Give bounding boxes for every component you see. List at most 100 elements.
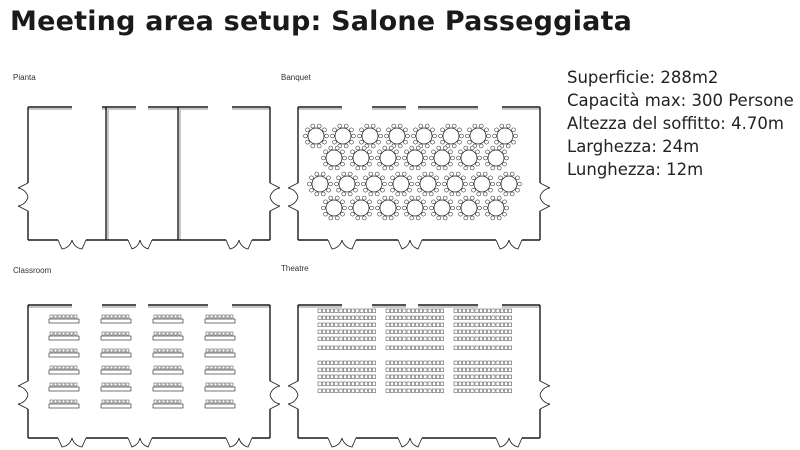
chair bbox=[221, 399, 226, 404]
table-top bbox=[352, 199, 370, 217]
chair bbox=[105, 331, 110, 336]
chair bbox=[463, 181, 468, 187]
door-bottom bbox=[341, 437, 357, 448]
chair bbox=[457, 139, 462, 145]
chair bbox=[388, 145, 394, 151]
chair bbox=[376, 127, 381, 133]
seat bbox=[483, 360, 487, 365]
table-top bbox=[307, 127, 325, 145]
seat bbox=[487, 336, 492, 341]
door-bottom bbox=[409, 239, 423, 250]
seat bbox=[453, 315, 458, 320]
chair bbox=[428, 191, 434, 197]
chair bbox=[353, 187, 358, 193]
plan-label-pianta: Pianta bbox=[13, 73, 36, 82]
chair bbox=[205, 382, 210, 387]
seat bbox=[436, 336, 440, 341]
seat bbox=[398, 345, 403, 350]
chair bbox=[374, 171, 380, 177]
chair bbox=[463, 195, 469, 201]
chair bbox=[73, 399, 78, 404]
chair bbox=[496, 181, 501, 187]
chair bbox=[229, 348, 234, 353]
chair bbox=[469, 195, 475, 201]
chair bbox=[121, 399, 126, 404]
seat bbox=[355, 322, 360, 327]
seat bbox=[398, 336, 403, 341]
chair bbox=[320, 191, 326, 197]
chair bbox=[165, 348, 170, 353]
chair bbox=[343, 123, 349, 129]
chair bbox=[229, 382, 234, 387]
seat bbox=[410, 388, 415, 393]
chair bbox=[380, 187, 385, 193]
chair bbox=[490, 165, 496, 171]
chair bbox=[397, 123, 403, 129]
table-top bbox=[406, 199, 424, 217]
chair bbox=[161, 365, 166, 370]
chair bbox=[502, 211, 507, 217]
seat bbox=[398, 322, 403, 327]
seat bbox=[347, 360, 351, 365]
door-bottom bbox=[225, 239, 240, 250]
seat bbox=[347, 336, 351, 341]
chair bbox=[368, 171, 374, 177]
floor-plan-classroom bbox=[17, 304, 281, 448]
seat bbox=[334, 308, 339, 313]
seat bbox=[342, 322, 347, 327]
round-table bbox=[348, 195, 374, 221]
round-table bbox=[384, 123, 410, 149]
chair bbox=[504, 205, 509, 211]
chair bbox=[421, 199, 426, 205]
seat bbox=[487, 345, 492, 350]
chair bbox=[472, 123, 478, 129]
seat bbox=[402, 322, 407, 327]
chair bbox=[125, 331, 130, 336]
chair bbox=[396, 205, 401, 211]
chair bbox=[475, 199, 480, 205]
seat bbox=[338, 381, 343, 386]
seat bbox=[355, 374, 360, 379]
seat bbox=[423, 315, 428, 320]
chair bbox=[326, 187, 331, 193]
chair bbox=[395, 191, 401, 197]
seat bbox=[491, 336, 496, 341]
seat bbox=[368, 322, 372, 327]
seat bbox=[368, 336, 372, 341]
table-top bbox=[460, 149, 478, 167]
round-table bbox=[388, 171, 414, 197]
seat bbox=[504, 388, 508, 393]
seat bbox=[398, 360, 403, 365]
chair bbox=[490, 215, 496, 221]
classroom-desk bbox=[204, 382, 236, 392]
door-bottom bbox=[57, 437, 73, 448]
seat bbox=[347, 367, 351, 372]
seat bbox=[440, 336, 445, 341]
seat bbox=[389, 360, 394, 365]
seat bbox=[495, 322, 500, 327]
seat bbox=[317, 329, 322, 334]
chair bbox=[478, 143, 484, 149]
chair bbox=[213, 348, 218, 353]
door-bottom bbox=[341, 239, 357, 250]
chair bbox=[363, 187, 368, 193]
chair bbox=[121, 331, 126, 336]
chair bbox=[161, 348, 166, 353]
chair bbox=[349, 127, 354, 133]
seat bbox=[334, 315, 339, 320]
seat bbox=[474, 345, 479, 350]
seat bbox=[423, 345, 428, 350]
chair bbox=[458, 199, 463, 205]
seat bbox=[491, 360, 496, 365]
seat bbox=[440, 308, 445, 313]
chair bbox=[205, 348, 210, 353]
chair bbox=[394, 199, 399, 205]
chair bbox=[65, 399, 70, 404]
seat bbox=[402, 374, 407, 379]
chair bbox=[209, 382, 214, 387]
seat bbox=[342, 360, 347, 365]
seat bbox=[487, 388, 492, 393]
chair bbox=[221, 348, 226, 353]
chair bbox=[217, 382, 222, 387]
chair bbox=[341, 171, 347, 177]
